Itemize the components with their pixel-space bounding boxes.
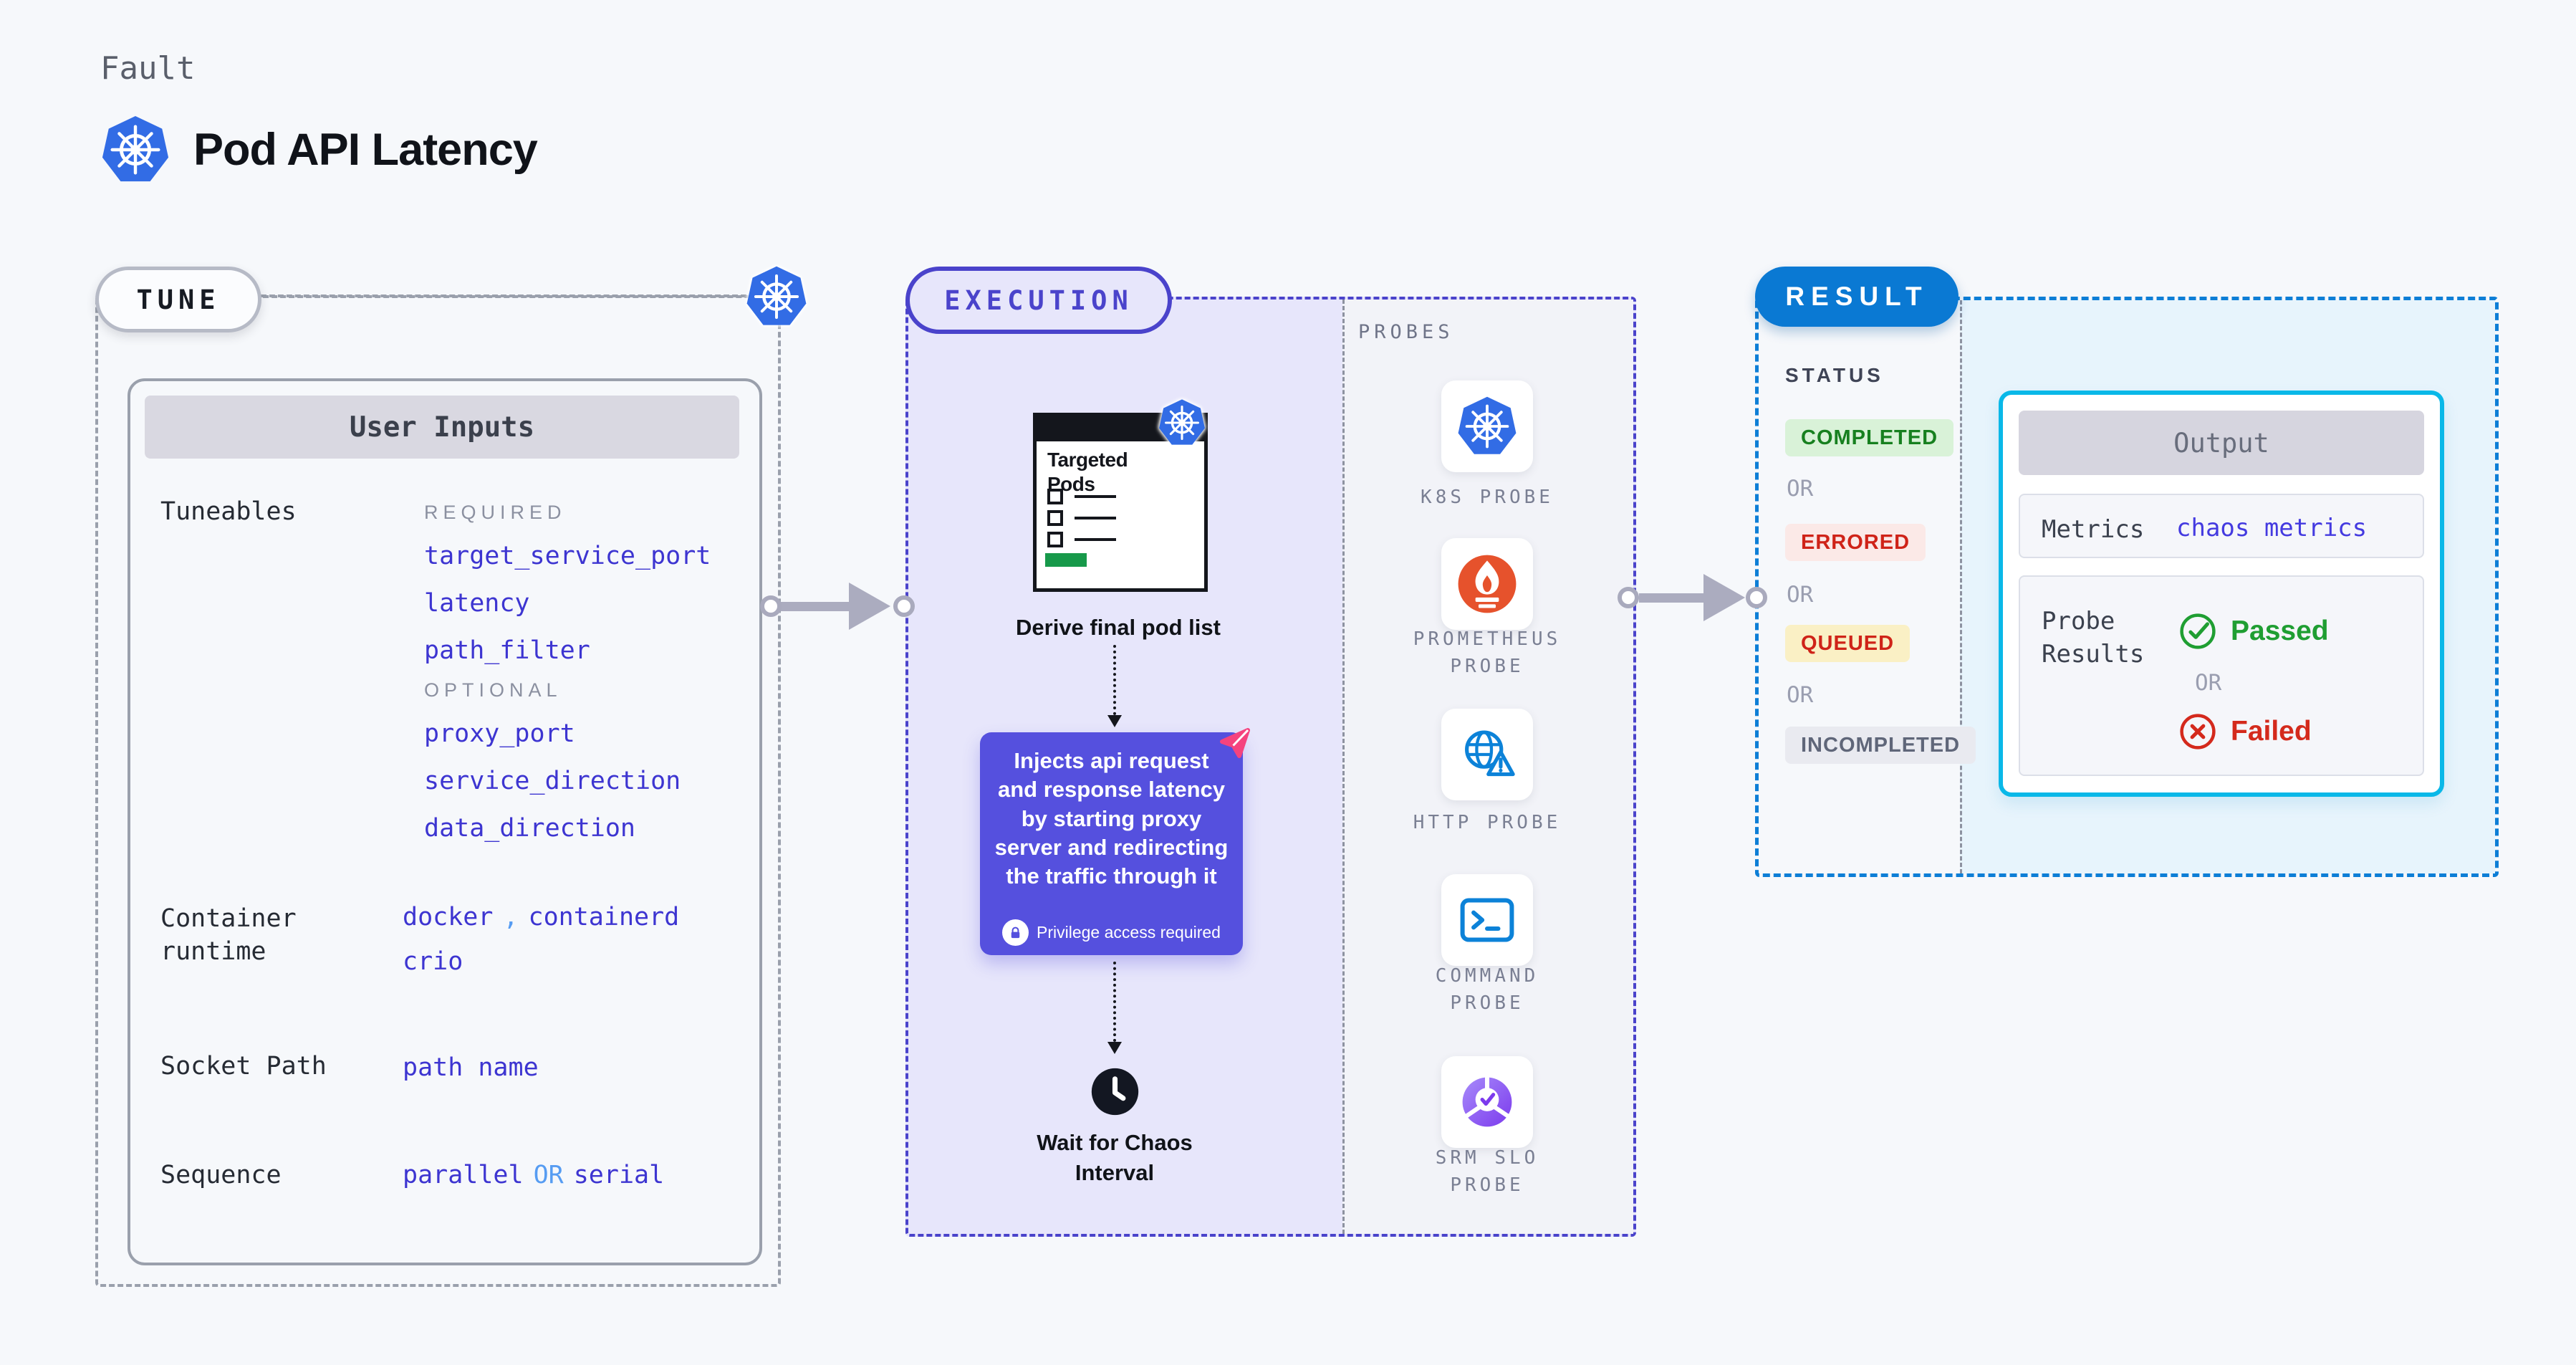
chaos-arrow-icon: [1217, 725, 1253, 761]
metrics-value: chaos metrics: [2176, 514, 2368, 542]
runtime-separator: ,: [503, 903, 519, 931]
or-label: OR: [2195, 670, 2222, 696]
page-title: Pod API Latency: [193, 125, 538, 175]
socket-path-value: path name: [403, 1053, 539, 1082]
tuneable-optional-item: service_direction: [424, 767, 681, 795]
status-badge-incompleted: INCOMPLETED: [1785, 727, 1976, 764]
metrics-row: Metrics chaos metrics: [2019, 494, 2424, 558]
or-label: OR: [1787, 682, 1814, 708]
probe-label: PROMETHEUS PROBE: [1413, 628, 1562, 677]
output-card: Output Metrics chaos metrics Probe Resul…: [1999, 391, 2444, 797]
dotted-connector-head: [1107, 1042, 1122, 1054]
prometheus-icon: [1456, 553, 1518, 615]
container-runtime-label: Container runtime: [160, 904, 297, 966]
or-label: OR: [1787, 582, 1814, 608]
srm-slo-probe-card: [1441, 1056, 1533, 1148]
sequence-value: parallel: [403, 1161, 524, 1189]
clock-icon: [1090, 1066, 1140, 1121]
connector-dot: [893, 595, 915, 617]
runtime-value: containerd: [528, 903, 680, 931]
result-section-tab: RESULT: [1755, 267, 1959, 327]
or-label: OR: [1787, 476, 1814, 502]
x-circle-icon: [2178, 712, 2218, 752]
tune-section-tab: TUNE: [95, 267, 261, 332]
user-inputs-panel: [128, 378, 762, 1265]
probe-label: COMMAND PROBE: [1435, 965, 1539, 1014]
flow-arrow: [781, 602, 849, 611]
status-badge-errored: ERRORED: [1785, 524, 1926, 561]
inject-description-text: Injects api request and response latency…: [994, 748, 1229, 889]
success-bar: [1045, 553, 1087, 567]
derive-pod-list-label: Derive final pod list: [1016, 615, 1221, 640]
terminal-icon: [1456, 889, 1518, 951]
targeted-pods-title: Targeted Pods: [1047, 449, 1128, 495]
kubernetes-icon: [1158, 398, 1206, 447]
k8s-probe-card: [1441, 380, 1533, 472]
lock-icon: [1002, 919, 1029, 946]
connector-dot: [760, 595, 782, 617]
sequence-values: parallel OR serial: [403, 1161, 664, 1189]
tune-connector-line: [252, 294, 746, 297]
passed-label: Passed: [2231, 616, 2329, 646]
runtime-value: crio: [403, 947, 463, 976]
status-title: STATUS: [1785, 364, 1884, 386]
http-probe-card: [1441, 709, 1533, 800]
sequence-label: Sequence: [160, 1161, 282, 1189]
privilege-note-row: Privilege access required: [980, 919, 1243, 946]
dotted-connector-head: [1107, 715, 1122, 727]
globe-warning-icon: [1456, 724, 1518, 785]
sequence-or: OR: [533, 1161, 564, 1189]
status-badge-queued: QUEUED: [1785, 625, 1911, 662]
command-probe-card: [1441, 874, 1533, 966]
connector-dot: [1746, 587, 1767, 608]
dotted-connector: [1113, 645, 1116, 715]
prometheus-probe-card: [1441, 538, 1533, 630]
failed-verdict: Failed: [2178, 712, 2312, 752]
probe-results-label: Probe Results: [2042, 607, 2145, 669]
execution-section-tab: EXECUTION: [905, 267, 1172, 334]
tuneable-optional-item: data_direction: [424, 814, 636, 843]
connector-dot: [1618, 587, 1639, 608]
flow-arrow-head: [849, 583, 890, 630]
optional-label: OPTIONAL: [424, 679, 562, 701]
tuneables-label: Tuneables: [160, 497, 297, 526]
socket-path-label: Socket Path: [160, 1052, 327, 1081]
fault-kicker: Fault: [100, 50, 196, 87]
tuneable-required-item: path_filter: [424, 636, 590, 665]
probes-title: PROBES: [1358, 321, 1454, 343]
tuneable-optional-item: proxy_port: [424, 719, 575, 748]
output-header: Output: [2019, 411, 2424, 475]
flow-arrow: [1639, 593, 1703, 603]
status-badge-completed: COMPLETED: [1785, 419, 1954, 456]
sequence-value: serial: [573, 1161, 665, 1189]
kubernetes-icon: [100, 115, 170, 185]
failed-label: Failed: [2231, 716, 2312, 747]
probe-results-row: Probe Results Passed OR Failed: [2019, 575, 2424, 776]
container-runtime-values: docker, containerd: [403, 903, 679, 931]
tuneable-required-item: target_service_port: [424, 542, 711, 570]
tuneable-required-item: latency: [424, 589, 530, 618]
flow-arrow-head: [1703, 574, 1745, 621]
runtime-value: docker: [403, 903, 494, 931]
inject-description-card: Injects api request and response latency…: [980, 732, 1243, 955]
probe-label: K8S PROBE: [1421, 487, 1554, 508]
probe-label: SRM SLO PROBE: [1435, 1147, 1539, 1196]
metrics-label: Metrics: [2042, 515, 2145, 544]
wait-chaos-interval-label: Wait for Chaos Interval: [1037, 1130, 1193, 1185]
slo-chart-icon: [1456, 1071, 1518, 1133]
check-circle-icon: [2178, 611, 2218, 651]
kubernetes-icon: [1456, 396, 1518, 457]
user-inputs-header: User Inputs: [145, 396, 739, 459]
passed-verdict: Passed: [2178, 611, 2329, 651]
probe-label: HTTP PROBE: [1413, 812, 1562, 833]
required-label: REQUIRED: [424, 502, 567, 523]
page-title-row: Pod API Latency: [100, 115, 538, 185]
privilege-note: Privilege access required: [1037, 923, 1221, 942]
kubernetes-icon: [745, 265, 808, 328]
dotted-connector: [1113, 962, 1116, 1042]
